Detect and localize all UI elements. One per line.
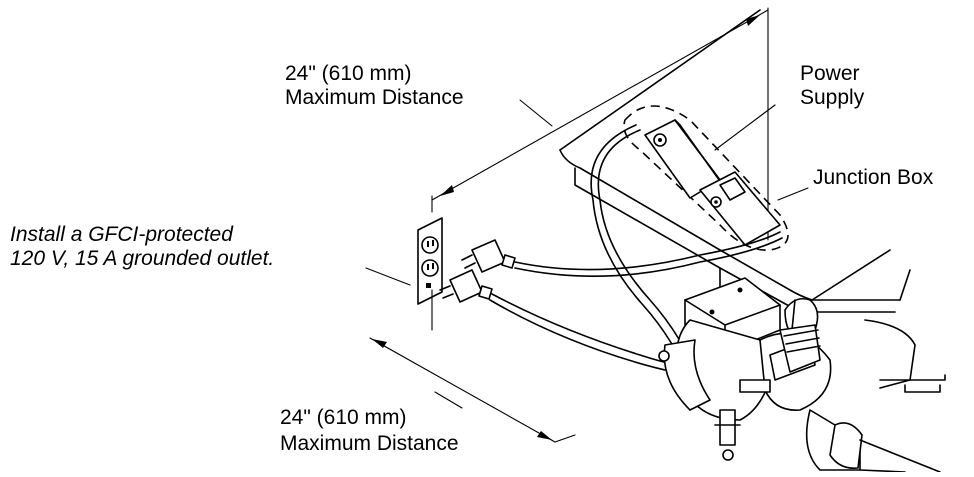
bottom-distance-label-line1: 24" (610 mm) [280, 406, 407, 429]
top-distance-label-line1: 24" (610 mm) [285, 62, 412, 85]
junction-box-label: Junction Box [813, 166, 934, 189]
power-supply-box [623, 104, 809, 251]
bottom-distance-label-line2: Maximum Distance [280, 432, 459, 455]
power-supply-label-line2: Supply [800, 86, 865, 109]
outlet-note-line2: 120 V, 15 A grounded outlet. [10, 247, 274, 270]
power-supply-label-line1: Power [800, 62, 860, 85]
labels: 24" (610 mm) Maximum Distance Power Supp… [10, 62, 934, 455]
bottom-dimension [369, 289, 576, 443]
pump-assembly [658, 277, 941, 473]
wall-outlet [365, 217, 443, 305]
outlet-note-line1: Install a GFCI-protected [10, 223, 234, 246]
top-distance-label-line2: Maximum Distance [285, 86, 464, 109]
top-dimension [431, 7, 769, 241]
